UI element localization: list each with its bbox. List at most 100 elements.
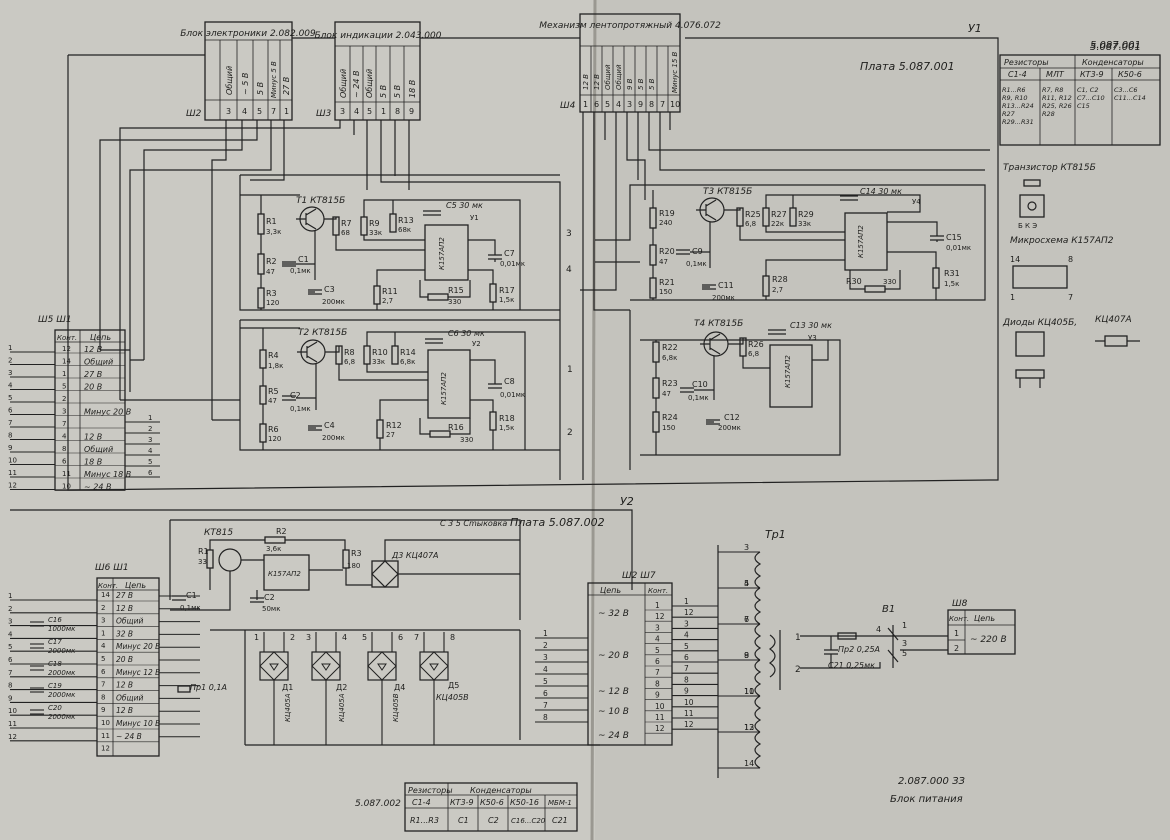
sh2-ref: Ш2 bbox=[186, 109, 202, 119]
table-top-t1: МЛТ bbox=[1046, 70, 1065, 79]
sh6-pin-2: 3 bbox=[101, 617, 105, 625]
stab2-r6: R6 bbox=[268, 425, 279, 434]
table-top-cell-line: С11...С14 bbox=[1114, 94, 1146, 102]
sh7-left-pin-3: 4 bbox=[543, 665, 548, 674]
stab1-ic: К157АП2 bbox=[438, 237, 446, 270]
stab4-r26-val: 6,8 bbox=[748, 350, 759, 358]
sh3-net-2: Общий bbox=[365, 69, 374, 98]
stab3-c11-val: 200мк bbox=[712, 294, 735, 302]
sh5-fan-pin-4: 5 bbox=[148, 458, 152, 466]
sh5-net-10: Минус 18 В bbox=[84, 470, 131, 479]
sh5-pin-left-0: 1 bbox=[8, 344, 12, 352]
stab2-c8: C8 bbox=[504, 377, 515, 386]
tb-v3: С16...С20 bbox=[511, 817, 546, 825]
stab1-c7-val: 0,01мк bbox=[500, 260, 525, 268]
winding-pin-a-1: 5 bbox=[744, 579, 749, 588]
secondary-winding-4 bbox=[754, 695, 762, 733]
sh5-pin-left-4: 5 bbox=[8, 394, 12, 402]
stab1-r1-val: 3,3к bbox=[266, 228, 281, 236]
stab3-r27-val: 22к bbox=[771, 220, 784, 228]
sh6-pin-7: 7 bbox=[101, 681, 105, 689]
stab2-r18: R18 bbox=[499, 414, 515, 423]
stab3-r29: R29 bbox=[798, 210, 814, 219]
stab4-ic: К157АП2 bbox=[784, 355, 792, 388]
sh6-pin-10: 10 bbox=[101, 719, 110, 727]
stamp-title: Блок питания bbox=[890, 794, 963, 805]
stab1-r11: R11 bbox=[382, 287, 398, 296]
sh7-left-pin-4: 5 bbox=[543, 677, 548, 686]
legend-ic-title: Микросхема К157АП2 bbox=[1010, 236, 1114, 246]
stab2-ic: К157АП2 bbox=[440, 372, 448, 405]
stab3-r31: R31 bbox=[944, 269, 960, 278]
sh4-pin-8: 10 bbox=[670, 100, 680, 109]
sh5-pin-5: 3 bbox=[62, 408, 66, 416]
connector-sh2: Блок электроники 2.082.009 Ш2 Общий ~ 5 … bbox=[180, 21, 316, 121]
sh4-header: Механизм лентопротяжный 4.076.072 bbox=[539, 21, 721, 31]
sh3-pin-5: 9 bbox=[409, 107, 414, 116]
fuse-1: Пр1 0,1А bbox=[190, 683, 227, 692]
stab2-r8: R8 bbox=[344, 348, 355, 357]
filter-cap-name-1: C17 bbox=[48, 638, 62, 646]
sh5-fan-pin-3: 4 bbox=[148, 447, 153, 455]
stab1-r15-val: 330 bbox=[448, 298, 461, 306]
sh7-pin-9: 10 bbox=[655, 702, 665, 711]
tb-t2: К50-6 bbox=[480, 798, 504, 807]
sh7-net-1: ~ 20 В bbox=[598, 651, 629, 661]
sh6-pin-left-1: 2 bbox=[8, 605, 12, 613]
board-u2: У2 Плата 5.087.002 С 3 5 Сmыковка bbox=[10, 495, 634, 620]
sh7-left-pin-7: 8 bbox=[543, 713, 548, 722]
stab1-r17-val: 1,5к bbox=[499, 296, 514, 304]
table-top-t0: С1-4 bbox=[1008, 70, 1027, 79]
sh5-pin-left-7: 8 bbox=[8, 432, 12, 440]
stab3-c11: C11 bbox=[718, 281, 734, 290]
stab3-ic: К157АП2 bbox=[857, 225, 865, 258]
winding-pin-b-3: 10 bbox=[744, 687, 754, 696]
stab2-r4-val: 1,8к bbox=[268, 362, 283, 370]
stab1-r13: R13 bbox=[398, 216, 414, 225]
u1-wire-label-4: 4 bbox=[566, 265, 572, 275]
sh5-pin-11: 10 bbox=[62, 483, 71, 491]
sh6-net-9: 12 В bbox=[116, 706, 133, 715]
secondary-winding-1 bbox=[754, 587, 762, 625]
sh5-fan-pin-5: 6 bbox=[148, 469, 153, 477]
sh6-col-0: Конт. bbox=[98, 582, 118, 590]
u2-r2: R2 bbox=[276, 527, 287, 536]
sh6-net-5: 20 В bbox=[116, 655, 133, 664]
sh7-left-pin-6: 7 bbox=[543, 701, 548, 710]
stab2-cap-top: С6 30 мк bbox=[448, 329, 485, 338]
sh7-net-2: ~ 12 В bbox=[598, 687, 629, 697]
sh3-net-4: 5 В bbox=[393, 85, 402, 98]
table-top-cell-line: R13...R24 bbox=[1002, 102, 1034, 110]
sh6-pin-8: 8 bbox=[101, 693, 105, 701]
sh3-net-5: 18 В bbox=[408, 80, 417, 98]
sh7-pin-8: 9 bbox=[655, 691, 660, 700]
table-top-cell-line: R27 bbox=[1002, 110, 1016, 118]
sh7-out-pin-4: 5 bbox=[684, 642, 689, 651]
sh5-net-2: 27 В bbox=[84, 370, 102, 379]
sh6-pin-0: 14 bbox=[101, 591, 110, 599]
sh7-out-pin-7: 8 bbox=[684, 675, 689, 684]
bridge-d5-label: Д5 bbox=[448, 681, 459, 690]
sh4-net-0: 12 В bbox=[582, 74, 590, 90]
stab2-r18-val: 1,5к bbox=[499, 424, 514, 432]
stab1-r3-val: 120 bbox=[266, 299, 279, 307]
diode-bridges: Д1 КЦ405А Д2 КЦ405А Д4 КЦ405В Д5 КЦ405В … bbox=[177, 629, 600, 746]
connector-sh3: Блок индикации 2.043.000 Ш3 Общий ~ 24 В… bbox=[315, 21, 442, 121]
sh5-pin-left-11: 12 bbox=[8, 482, 17, 490]
sh6-pin-1: 2 bbox=[101, 604, 105, 612]
sh5-pin-left-6: 7 bbox=[8, 419, 12, 427]
sh5-pin-left-5: 6 bbox=[8, 407, 13, 415]
switch-pin-3: 3 bbox=[902, 639, 907, 648]
u1-wire-label-3: 3 bbox=[566, 229, 572, 239]
stab2-r10-val: 33к bbox=[372, 358, 385, 366]
tb-t4: МБМ-1 bbox=[548, 799, 572, 807]
stab4-r23: R23 bbox=[662, 379, 678, 388]
sh4-net-5: 5 В bbox=[637, 78, 645, 90]
sh3-pin-4: 8 bbox=[395, 107, 400, 116]
sh2-net-0: Общий bbox=[225, 66, 234, 95]
stab4-c10-val: 0,1мк bbox=[688, 394, 709, 402]
stab1-r9-val: 33к bbox=[369, 229, 382, 237]
sh6-net-7: 12 В bbox=[116, 681, 133, 690]
stab1-r7: R7 bbox=[341, 219, 352, 228]
table-top-h0: Резисторы bbox=[1004, 58, 1049, 67]
